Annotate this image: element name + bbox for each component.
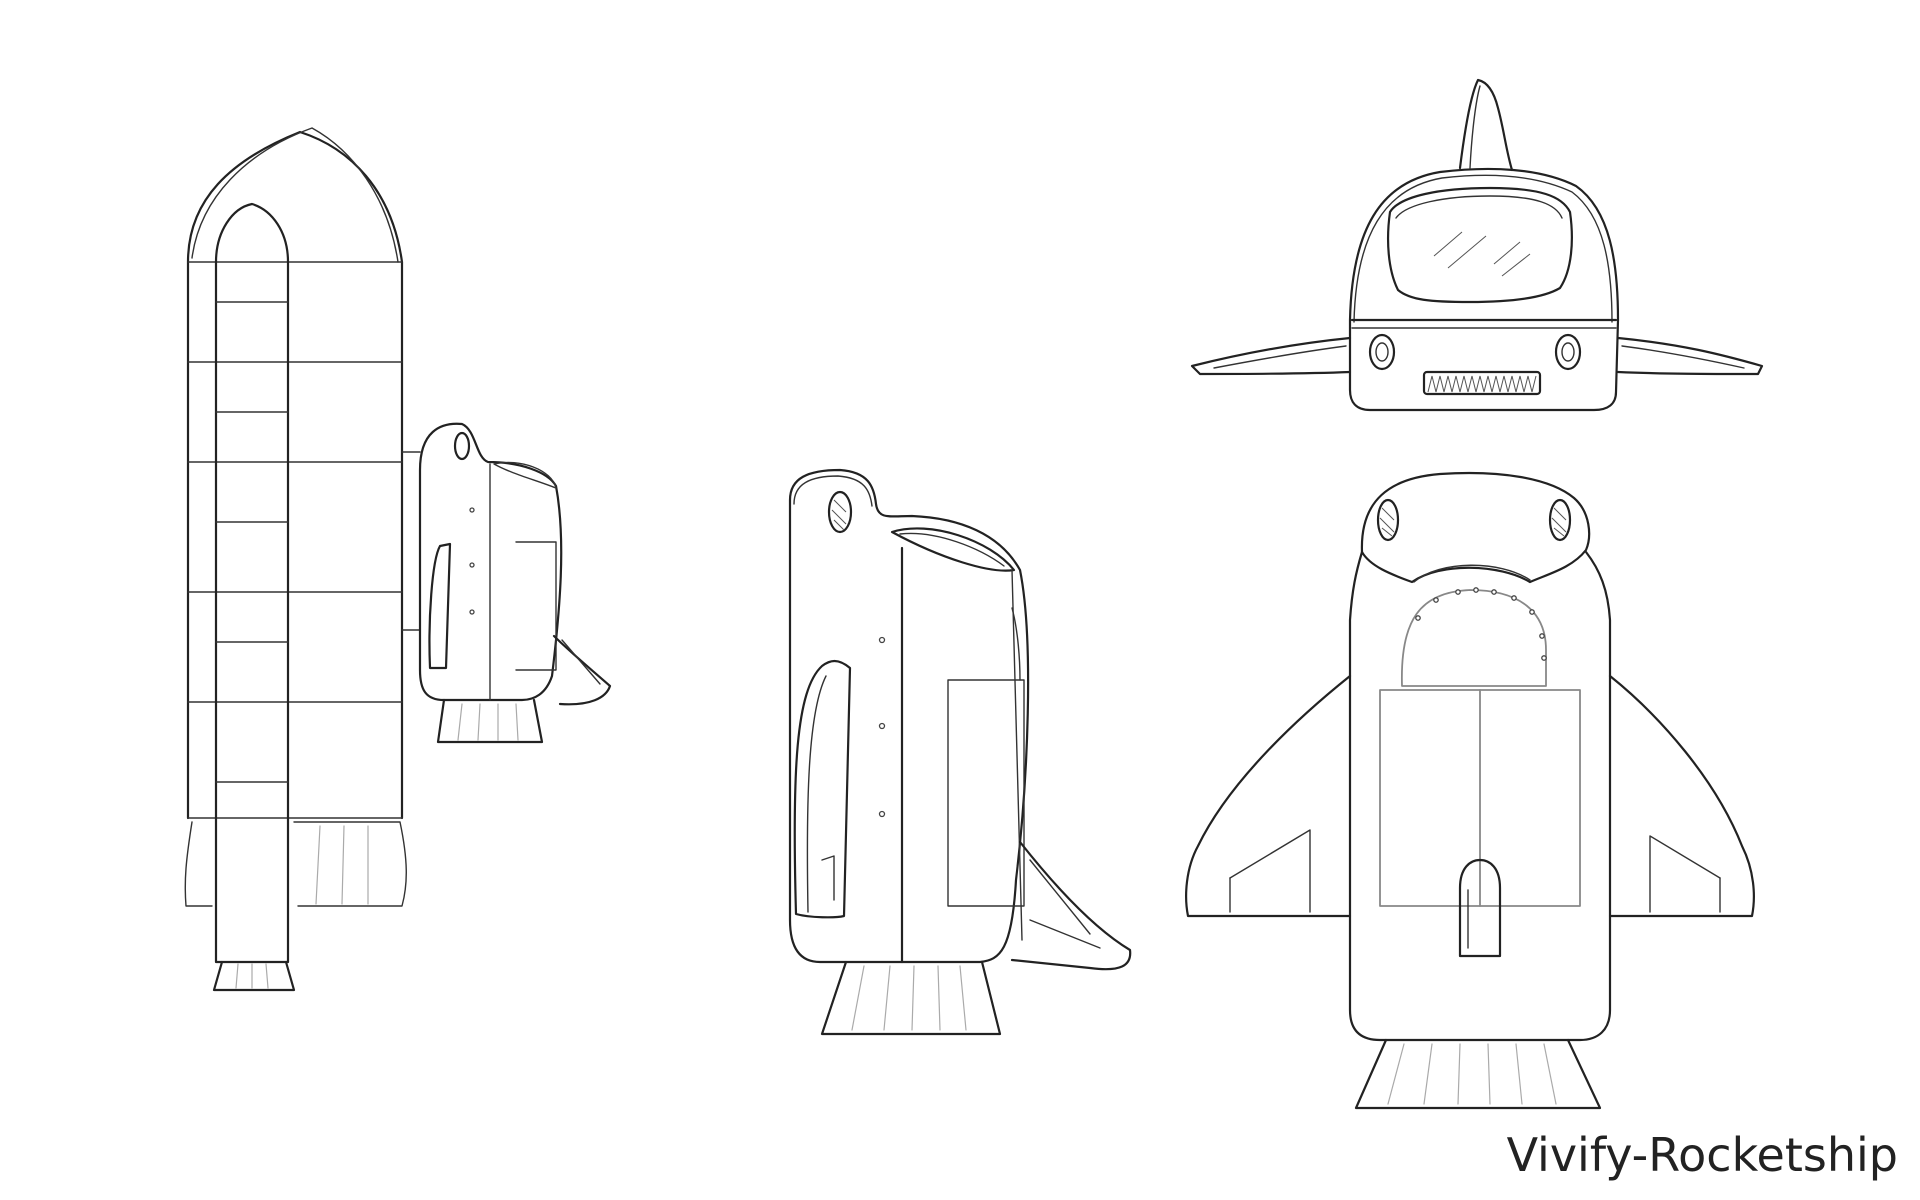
rocketship-front-view	[1190, 78, 1764, 412]
rocketship-side-view	[788, 468, 1132, 1036]
sketch-title: Vivify-Rocketship	[1506, 1128, 1898, 1182]
attached-shuttle	[401, 422, 612, 744]
external-tank	[184, 127, 407, 907]
solid-rocket-booster	[212, 202, 296, 992]
launch-stack-side-view	[184, 127, 612, 992]
rocketship-top-view	[1185, 471, 1755, 1110]
